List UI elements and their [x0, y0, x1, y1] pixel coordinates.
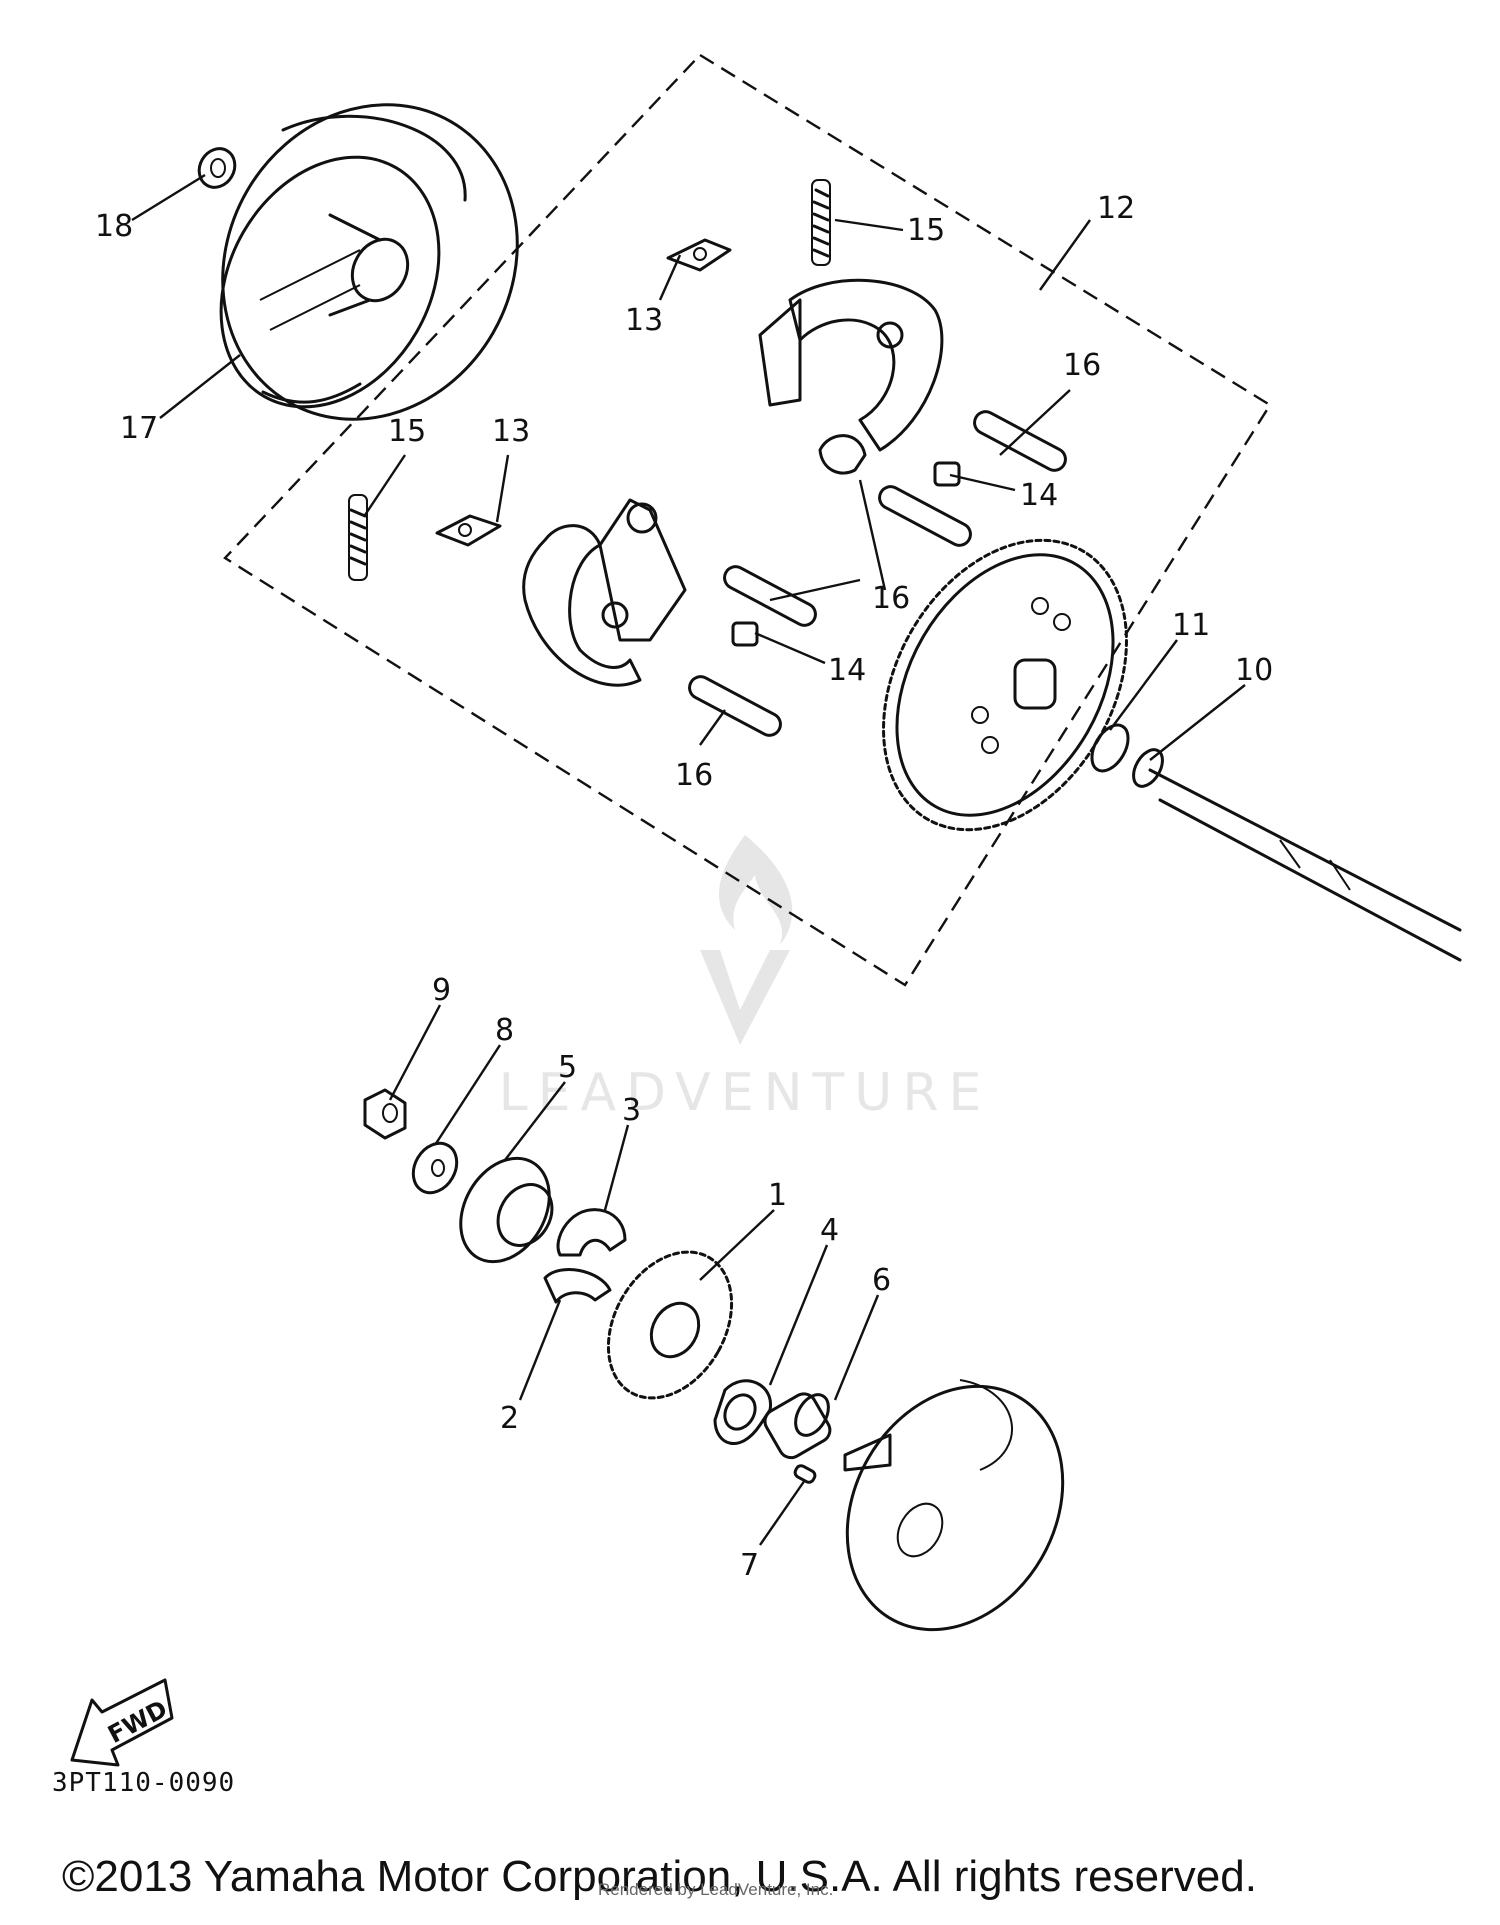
callout-15-upper: 15: [907, 213, 945, 248]
rendered-by-notice: Rendered by LeadVenture, Inc.: [598, 1880, 834, 1899]
callout-13-upper: 13: [625, 303, 663, 338]
drive-plate: [843, 1379, 1065, 1632]
diagram-code: 3PT110-0090: [52, 1768, 236, 1798]
callout-8: 8: [495, 1013, 514, 1048]
callout-11: 11: [1172, 608, 1210, 643]
callout-17: 17: [120, 411, 158, 446]
callout-1: 1: [768, 1178, 787, 1213]
cam-2: [543, 1268, 612, 1304]
callout-2: 2: [500, 1401, 519, 1436]
gear-1: [606, 1250, 734, 1400]
clutch-shoe-upper: [758, 278, 944, 475]
callout-4: 4: [820, 1213, 839, 1248]
spring-15-upper: [811, 179, 831, 266]
fwd-arrow-icon: FWD: [70, 1678, 174, 1767]
callout-labels: 18 17 12 15 13 16 14 15 13 16 14 11 10 1…: [95, 191, 1273, 1583]
nut-14-lower: [731, 621, 759, 647]
plate-4: [713, 1379, 772, 1445]
pin-16-b: [878, 485, 972, 547]
callout-12: 12: [1097, 191, 1135, 226]
callout-3: 3: [622, 1093, 641, 1128]
nut-9: [363, 1088, 407, 1140]
callout-14-lower: 14: [828, 653, 866, 688]
spring-plate-13-upper: [666, 238, 732, 272]
watermark-flame-icon: [718, 835, 793, 945]
washer-11: [1090, 723, 1130, 773]
callout-10: 10: [1235, 653, 1273, 688]
collar-5: [459, 1156, 554, 1264]
cam-3: [556, 1208, 627, 1257]
pin-16-d: [688, 675, 782, 737]
pin-16-a: [973, 410, 1067, 472]
nut-14-upper: [933, 461, 961, 487]
callout-16-a: 16: [1063, 348, 1101, 383]
callout-13-lower: 13: [492, 414, 530, 449]
callout-6: 6: [872, 1263, 891, 1298]
copyright-notice: ©2013 Yamaha Motor Corporation, U.S.A. A…: [62, 1852, 1257, 1901]
washer-8: [411, 1141, 459, 1195]
callout-7: 7: [740, 1548, 759, 1583]
watermark-text: LEADVENTURE: [499, 1063, 992, 1123]
nut-18: [197, 147, 237, 189]
spring-plate-13-lower: [435, 514, 502, 547]
callout-18: 18: [95, 209, 133, 244]
spring-15-lower: [348, 494, 368, 581]
fwd-label: FWD: [103, 1695, 172, 1749]
callout-16-b: 16: [872, 581, 910, 616]
callout-5: 5: [558, 1050, 577, 1085]
clutch-housing: [219, 103, 519, 421]
bearing-6: [763, 1392, 832, 1460]
key-7: [793, 1464, 817, 1484]
pin-16-c: [723, 565, 817, 627]
primary-driven-gear: [882, 538, 1128, 832]
clutch-shoe-lower: [522, 498, 687, 687]
callout-16-c: 16: [675, 758, 713, 793]
callout-14-upper: 14: [1020, 478, 1058, 513]
shaft: [1148, 768, 1462, 962]
callout-15-lower: 15: [388, 414, 426, 449]
leadventure-watermark: LEADVENTURE: [499, 835, 992, 1123]
callout-9: 9: [432, 973, 451, 1008]
leader-lines: [131, 173, 1246, 1546]
clutch-assembly-outline: [223, 53, 1272, 987]
watermark-v-icon: [700, 950, 790, 1045]
